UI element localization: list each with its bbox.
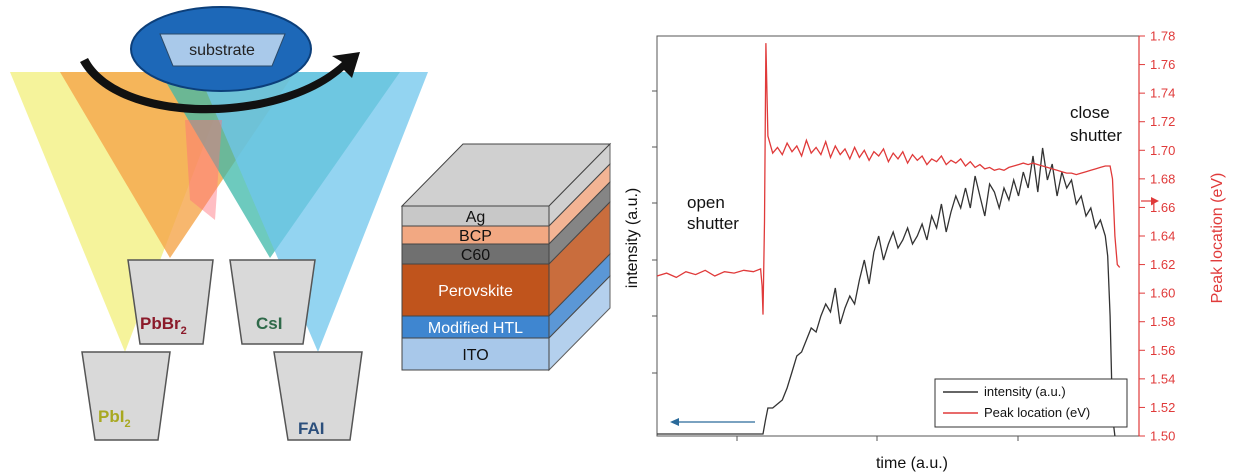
legend-label-peak: Peak location (eV) — [984, 405, 1090, 420]
annotation-close-line1: close — [1070, 103, 1110, 122]
evaporation-schematic: substrate PbBr2 CsI PbI2 FAI — [10, 6, 428, 441]
plot-area — [656, 35, 1140, 437]
chart: 1.50 1.52 1.54 1.56 1.58 1.60 1.62 1.64 1.66 1.68… — [624, 29, 1226, 473]
right-tick-label: 1.78 — [1150, 29, 1175, 44]
y-axis-label-right: Peak location (eV) — [1209, 173, 1226, 304]
left-axis-ticks — [652, 90, 657, 374]
plume-overlap — [185, 120, 222, 220]
annotation-open-line1: open — [687, 193, 725, 212]
annotation-close-line2: shutter — [1070, 126, 1122, 145]
right-axis-arrow — [1141, 197, 1159, 205]
crucible-csi — [229, 259, 316, 345]
right-tick-label: 1.52 — [1150, 400, 1175, 415]
source-label-pbbr2: PbBr2 — [140, 314, 187, 337]
series-line-peak-location — [656, 43, 1121, 315]
source-label-pbi2: PbI2 — [98, 407, 131, 430]
right-tick-label: 1.56 — [1150, 343, 1175, 358]
stack-layer-5 — [401, 337, 550, 371]
bottom-axis-ticks — [736, 436, 1019, 441]
stack-layer-label-1: BCP — [459, 228, 492, 245]
rotation-arrow — [80, 52, 360, 114]
right-axis-ticks: 1.50 1.52 1.54 1.56 1.58 1.60 1.62 1.64 1.66 1.68… — [1139, 29, 1175, 444]
stack-layer-label-0: Ag — [466, 209, 486, 226]
right-tick-label: 1.58 — [1150, 314, 1175, 329]
series-line-intensity — [657, 147, 1116, 437]
substrate-label: substrate — [189, 42, 255, 59]
y-axis-label-left: intensity (a.u.) — [624, 188, 641, 288]
right-tick-label: 1.66 — [1150, 200, 1175, 215]
source-label-fai: FAI — [298, 419, 324, 438]
stack-layer-label-5: ITO — [462, 347, 488, 364]
crucible-pbi2 — [81, 351, 171, 441]
left-axis-arrow — [670, 418, 755, 426]
right-tick-label: 1.54 — [1150, 371, 1175, 386]
legend-label-intensity: intensity (a.u.) — [984, 384, 1066, 399]
stack-layer-label-2: C60 — [461, 247, 490, 264]
stack-layer-label-4: Modified HTL — [428, 320, 523, 337]
crucible-pbbr2 — [127, 259, 214, 345]
right-tick-label: 1.68 — [1150, 171, 1175, 186]
right-tick-label: 1.72 — [1150, 114, 1175, 129]
plume-fai — [198, 72, 428, 352]
right-tick-label: 1.70 — [1150, 143, 1175, 158]
stack-layer-3 — [401, 263, 550, 317]
annotation-open-line2: shutter — [687, 214, 739, 233]
right-tick-label: 1.74 — [1150, 86, 1175, 101]
crucible-fai — [273, 351, 363, 441]
right-tick-label: 1.64 — [1150, 229, 1175, 244]
legend-box — [934, 378, 1128, 428]
substrate — [159, 33, 286, 67]
source-label-csi: CsI — [256, 314, 282, 333]
x-axis-label: time (a.u.) — [876, 455, 948, 472]
right-tick-label: 1.62 — [1150, 257, 1175, 272]
stack-layer-label-3: Perovskite — [438, 283, 513, 300]
legend: intensity (a.u.) Peak location (eV) — [934, 378, 1128, 428]
right-tick-label: 1.76 — [1150, 57, 1175, 72]
right-tick-label: 1.50 — [1150, 429, 1175, 444]
right-tick-label: 1.60 — [1150, 286, 1175, 301]
